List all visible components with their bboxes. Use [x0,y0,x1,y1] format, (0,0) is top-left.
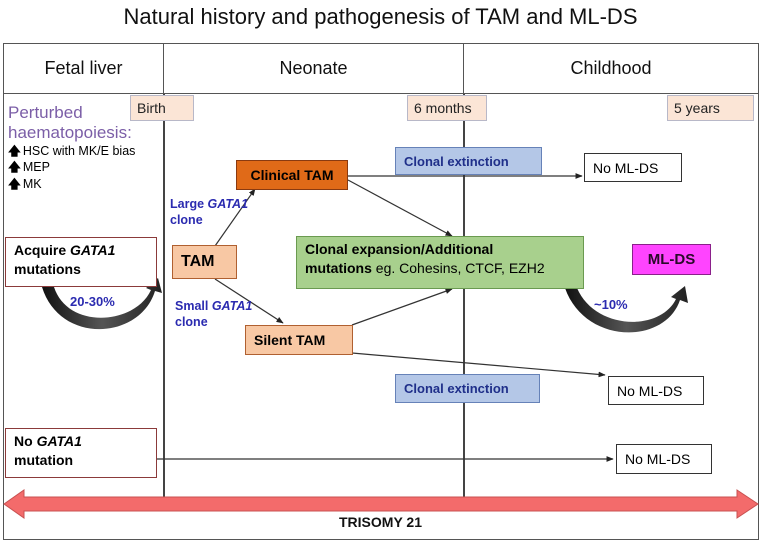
clinical-tam-box: Clinical TAM [236,160,348,190]
mlds-box: ML-DS [632,244,711,275]
birth-divider [163,94,165,502]
small-clone-label: Small GATA1 clone [175,299,253,330]
milestone-6-months: 6 months [407,95,487,121]
no-mlds-box-2: No ML-DS [608,376,704,405]
clonal-extinction-top: Clonal extinction [395,147,542,175]
stage-childhood: Childhood [463,43,759,94]
silent-tam-box: Silent TAM [245,325,353,355]
arrow-tam-to-silent [214,278,284,324]
perturbed-item: 🡅MEP [8,160,50,175]
tam-box: TAM [172,245,237,279]
arrow-clinical-to-expansion [347,179,453,237]
up-arrow-icon: 🡅 [8,160,21,175]
diagram-title: Natural history and pathogenesis of TAM … [123,4,638,29]
perturbed-item: 🡅HSC with MK/E bias [8,144,136,159]
gene-gata1: GATA1 [36,433,82,449]
up-arrow-icon: 🡅 [8,176,21,191]
clonal-expansion-box: Clonal expansion/Additional mutations eg… [296,236,584,289]
clonal-extinction-bottom: Clonal extinction [395,374,540,403]
arrow-silent-to-expansion [351,288,453,326]
six-month-divider [463,94,465,502]
up-arrow-icon: 🡅 [8,144,21,159]
arrow-tam-to-clinical [214,188,256,247]
gene-gata1: GATA1 [70,242,116,258]
acquire-gata1-box: Acquire GATA1 mutations [5,237,157,287]
milestone-birth: Birth [130,95,194,121]
curved-arrow-10 [565,286,688,333]
no-mlds-box-3: No ML-DS [616,444,712,474]
arrow-silent-to-no-mlds [351,352,606,378]
no-gata1-box: No GATA1 mutation [5,428,157,478]
curved-arrow-20-30 [42,278,162,330]
large-clone-label: Large GATA1 clone [170,197,249,228]
milestone-5-years: 5 years [667,95,754,121]
trisomy-bar [3,489,759,519]
percent-10: ~10% [594,297,628,312]
percent-20-30: 20-30% [70,294,115,309]
perturbed-heading: Perturbed haematopoiesis: [8,103,132,142]
stage-fetal-liver: Fetal liver [3,43,164,94]
trisomy-21-label: TRISOMY 21 [339,514,422,530]
perturbed-item: 🡅MK [8,176,42,191]
perturbed-haematopoiesis: Perturbed haematopoiesis: 🡅HSC with MK/E… [8,103,163,191]
no-mlds-box-1: No ML-DS [584,153,682,182]
